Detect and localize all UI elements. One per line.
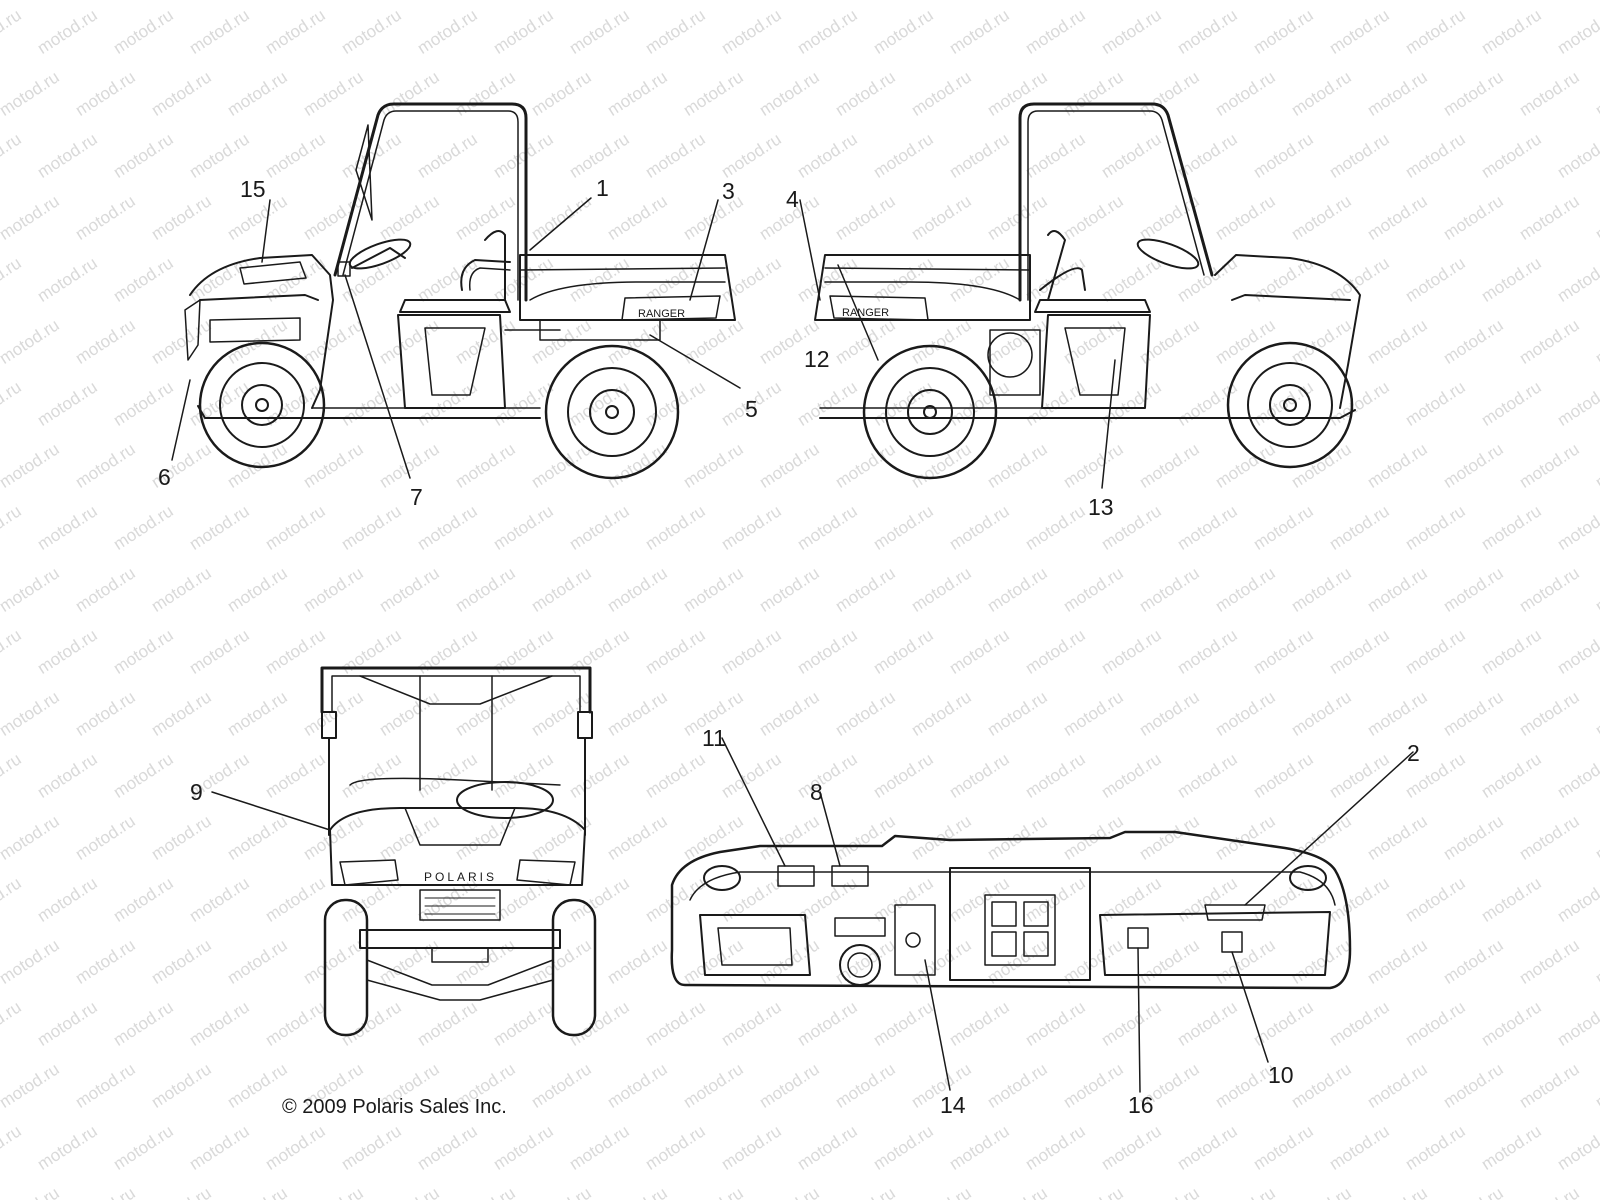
vehicle-front-view: POLARIS [211,666,597,1037]
callout-8: 8 [810,779,823,805]
callout-15: 15 [240,176,266,202]
cargo-box-ranger-decal-right: RANGER [842,307,889,319]
callout-5: 5 [745,396,758,422]
callout-9: 9 [190,779,203,805]
dashboard-view [670,737,1414,1093]
callout-3: 3 [722,178,735,204]
callout-16: 16 [1128,1092,1154,1118]
callout-14: 14 [940,1092,966,1118]
callout-6: 6 [158,464,171,490]
copyright-notice: © 2009 Polaris Sales Inc. [282,1096,507,1118]
hood-polaris-badge: POLARIS [424,870,497,884]
callout-1: 1 [596,175,609,201]
callout-11: 11 [702,725,726,751]
vehicle-right-side-view: RANGER [799,102,1361,489]
callout-2: 2 [1407,740,1420,766]
callout-10: 10 [1268,1062,1294,1088]
cargo-box-ranger-decal-left: RANGER [638,308,685,320]
callout-7: 7 [410,484,423,510]
callout-4: 4 [786,186,799,212]
callout-13: 13 [1088,494,1114,520]
vehicle-left-side-view: RANGER [171,102,741,480]
callout-12: 12 [804,346,830,372]
